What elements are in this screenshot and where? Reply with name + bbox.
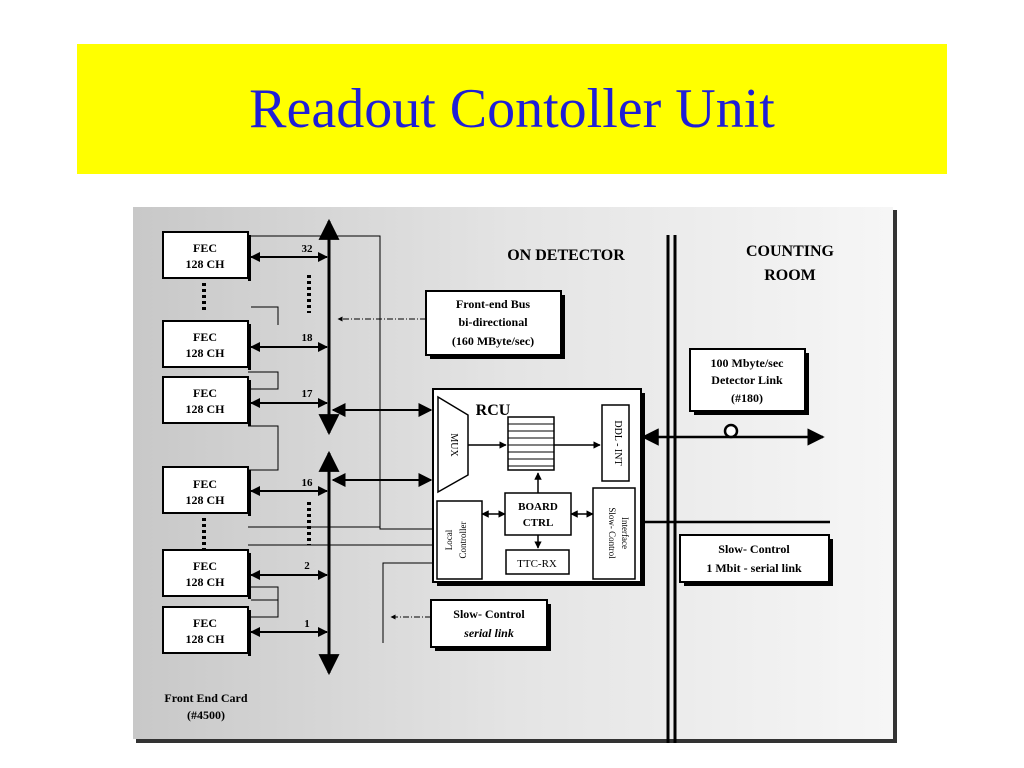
front-end-bus-box: Front-end Bus bi-directional (160 MByte/… [425, 290, 565, 359]
fec-label: FEC [193, 386, 217, 400]
detector-link-title: Detector Link [711, 373, 783, 387]
title-banner: Readout Contoller Unit [77, 44, 947, 174]
mux-label: MUX [448, 433, 459, 457]
fec-card: FEC 128 CH [162, 231, 251, 281]
local-controller-label-2: Controller [458, 522, 468, 559]
slow-control-link-title: Slow- Control [718, 542, 790, 556]
front-end-bus-rate: (160 MByte/sec) [452, 334, 534, 348]
bus-number: 1 [304, 618, 310, 630]
card-link [251, 306, 279, 325]
slow-control-serial-box: Slow- Control serial link [430, 599, 551, 651]
detector-link-count: (#180) [731, 391, 763, 405]
card-link [248, 371, 279, 390]
bus-number: 16 [302, 477, 314, 489]
slow-control-link-box: Slow- Control 1 Mbit - serial link [679, 534, 833, 586]
board-ctrl-label-1: BOARD [518, 501, 558, 513]
fec-label: FEC [193, 477, 217, 491]
fec-card: FEC 128 CH [162, 606, 251, 656]
fec-label: FEC [193, 616, 217, 630]
fec-channels: 128 CH [186, 632, 226, 646]
fec-label: FEC [193, 241, 217, 255]
front-end-bus-mode: bi-directional [458, 315, 528, 329]
ttc-rx-label: TTC-RX [517, 558, 557, 570]
slow-control-link-rate: 1 Mbit - serial link [706, 561, 802, 575]
detector-link-rate: 100 Mbyte/sec [711, 356, 785, 370]
front-end-bus-title: Front-end Bus [456, 297, 530, 311]
fec-card: FEC 128 CH [162, 320, 251, 370]
front-end-card-caption-1: Front End Card [164, 691, 247, 705]
optical-link-icon [723, 423, 739, 439]
ddl-int-label: DDL - INT [612, 420, 623, 465]
fec-channels: 128 CH [186, 402, 226, 416]
bus-number: 32 [302, 243, 314, 255]
card-link [248, 425, 279, 471]
fifo-buffer [507, 416, 555, 471]
rcu-box: RCU MUX DDL - INT BOARD CTRL Local [432, 388, 645, 586]
mux-block [437, 395, 469, 494]
slow-control-wire [382, 562, 433, 643]
slow-control-interface-label-2: Interface [620, 517, 630, 549]
fec-channels: 128 CH [186, 346, 226, 360]
bus-number: 17 [302, 388, 314, 400]
fec-card: FEC 128 CH [162, 466, 251, 516]
fec-label: FEC [193, 559, 217, 573]
fec-card: FEC 128 CH [162, 549, 251, 599]
front-end-card-caption-2: (#4500) [187, 708, 225, 722]
rcu-block-diagram: ON DETECTOR COUNTING ROOM FEC 128 CH FEC… [133, 207, 897, 743]
fec-channels: 128 CH [186, 257, 226, 271]
counting-room-label-2: ROOM [764, 267, 816, 284]
card-link [251, 599, 279, 610]
bus-number: 18 [302, 332, 314, 344]
slide-title: Readout Contoller Unit [249, 78, 775, 140]
rcu-label: RCU [476, 402, 511, 419]
fec-card: FEC 128 CH [162, 376, 251, 426]
fec-label: FEC [193, 330, 217, 344]
slow-control-serial-sub: serial link [463, 626, 514, 640]
on-detector-label: ON DETECTOR [507, 247, 625, 264]
slow-control-interface-label-1: Slow- Control [607, 507, 617, 559]
ttc-rx-block [505, 549, 570, 575]
local-controller-label-1: Local [444, 529, 454, 550]
slow-control-interface-block [592, 487, 636, 580]
fec-channels: 128 CH [186, 575, 226, 589]
fec-channels: 128 CH [186, 493, 226, 507]
board-ctrl-label-2: CTRL [523, 517, 554, 529]
counting-room-label-1: COUNTING [746, 243, 835, 260]
detector-link-box: 100 Mbyte/sec Detector Link (#180) [689, 348, 809, 415]
slow-control-serial-title: Slow- Control [453, 607, 525, 621]
bus-number: 2 [304, 560, 310, 572]
ddl-int-block [601, 404, 630, 482]
control-wire-upper [248, 235, 433, 530]
local-controller-block [436, 500, 483, 580]
